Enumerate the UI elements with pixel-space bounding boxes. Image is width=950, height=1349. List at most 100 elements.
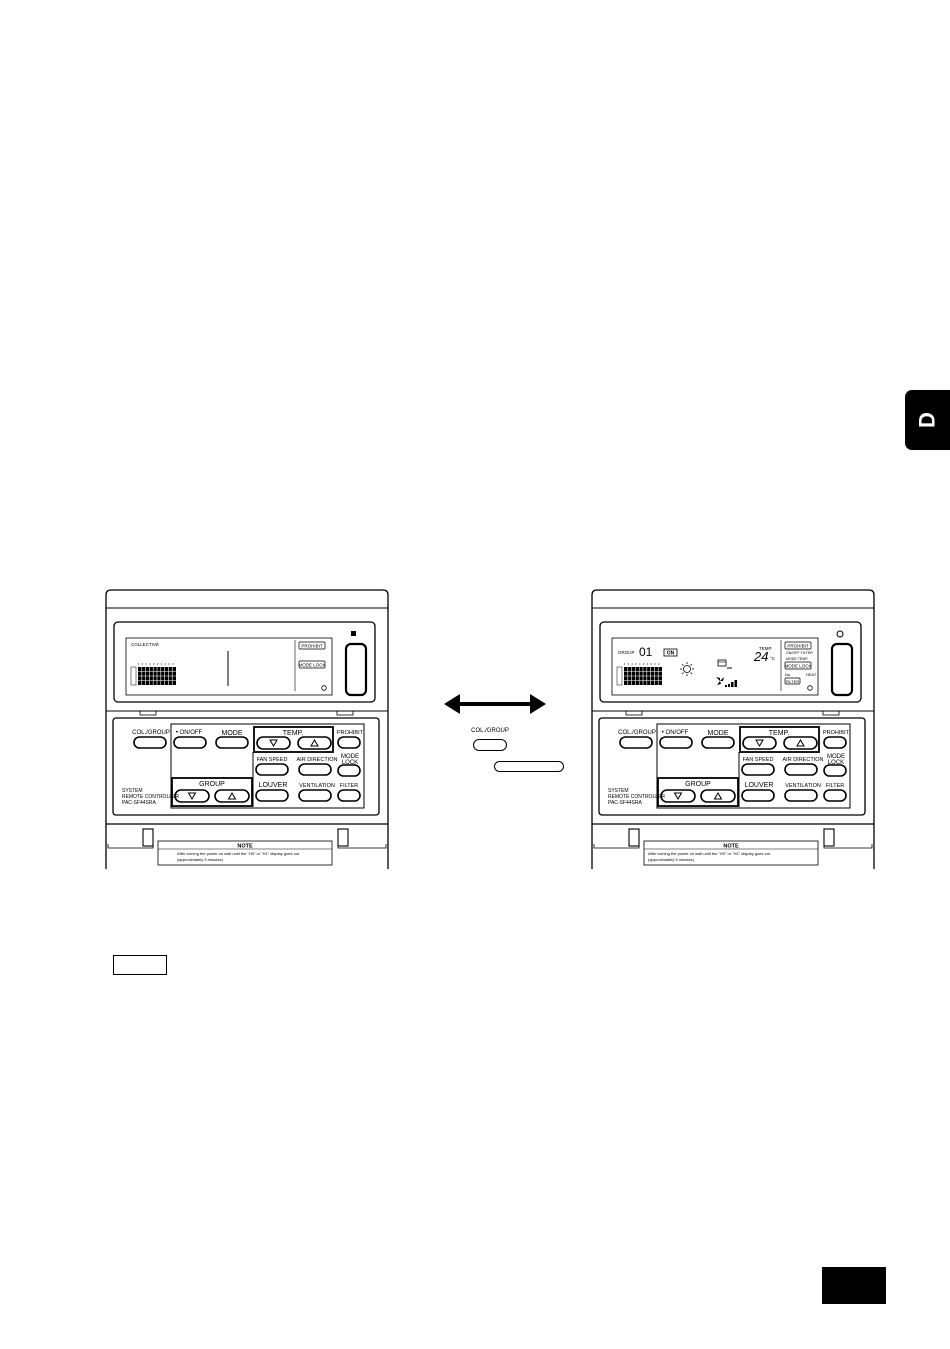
note-line-1: After turning the power on wait until th… (177, 851, 300, 856)
note-title: NOTE (723, 844, 739, 850)
filter-button[interactable] (823, 789, 847, 802)
note-line-2: (approximately 5 minutes) (648, 857, 695, 862)
on-off-label: • ON/OFF (176, 730, 203, 736)
louver-label: LOUVER (259, 782, 288, 789)
fan-speed-bars (725, 680, 737, 687)
mode-button[interactable] (701, 736, 735, 749)
prohibit-label: PROHIBIT (823, 730, 850, 736)
ventilation-label: VENTILATION (785, 783, 821, 789)
double-arrow-icon (444, 693, 546, 715)
prohibit-label: PROHIBIT (337, 730, 364, 736)
heat-mode-icon (680, 662, 694, 676)
indicator-light (836, 630, 844, 638)
filter-label: FILTER (340, 783, 359, 789)
air-direction-button[interactable] (298, 763, 332, 776)
mode-lock-label-1: MODE (827, 754, 845, 760)
lcd-heat: HEAT (806, 672, 817, 677)
group-down-button[interactable] (174, 789, 210, 803)
mode-lock-label-1: MODE (341, 754, 359, 760)
lcd-prohibit: PROHIBIT (301, 644, 323, 649)
temp-label: TEMP. (769, 730, 790, 737)
fan-speed-button[interactable] (255, 763, 289, 776)
group-up-button[interactable] (214, 789, 250, 803)
fan-icon (716, 677, 724, 685)
ventilation-button[interactable] (784, 789, 818, 802)
remote-controller-left: COLLECTIVE PROHIBIT MODE LOCK COL./GROUP… (105, 589, 389, 869)
label-box (113, 955, 167, 975)
lcd-mode-lock: MODE LOCK (298, 663, 325, 668)
lcd-temp-value: 24 (753, 649, 768, 664)
mode-lock-label-2: LOCK (828, 760, 844, 766)
model-line-2: REMOTE CONTROLLER (122, 794, 179, 800)
filter-label: FILTER (826, 783, 845, 789)
blank-oval-button (494, 761, 564, 772)
lcd-on-off-filter: ON/OFF FILTER (786, 651, 813, 655)
filter-button[interactable] (337, 789, 361, 802)
lcd-group-number: 01 (639, 645, 653, 659)
group-label: GROUP (685, 781, 711, 788)
air-direction-label: AIR DIRECTION (783, 757, 824, 763)
model-line-1: SYSTEM (608, 788, 629, 794)
model-line-3: PAC-SF44SRA (608, 800, 642, 806)
col-group-label: COL./GROUP (132, 730, 170, 736)
air-direction-label: AIR DIRECTION (297, 757, 338, 763)
louver-label: LOUVER (745, 782, 774, 789)
on-off-button[interactable] (659, 736, 693, 749)
louver-button[interactable] (741, 789, 775, 802)
section-tab: D (905, 390, 950, 450)
note-title: NOTE (237, 844, 253, 850)
temp-down-button[interactable] (742, 736, 777, 750)
lcd-mode-temp: MODE TEMP. (786, 657, 808, 661)
group-up-button[interactable] (700, 789, 736, 803)
note-line-1: After turning the power on wait until th… (648, 851, 771, 856)
prohibit-button[interactable] (337, 736, 361, 749)
fan-speed-button[interactable] (741, 763, 775, 776)
unit-status-grid (130, 663, 176, 686)
lcd-temp-label: TEMP. (759, 646, 772, 651)
note-line-2: (approximately 5 minutes) (177, 857, 224, 862)
louver-icon (717, 659, 732, 669)
lcd-filter: FILTER (786, 679, 800, 684)
group-label: GROUP (199, 781, 225, 788)
mode-lock-button[interactable] (823, 764, 847, 777)
lcd-temp-unit: °C (770, 656, 776, 661)
operation-switch[interactable] (830, 642, 854, 697)
prohibit-button[interactable] (823, 736, 847, 749)
indicator-light (351, 631, 356, 636)
remote-controller-right: GROUP 01 ON TEMP. 24 °C PROHIBIT (591, 589, 875, 869)
col-group-button[interactable] (133, 736, 167, 749)
section-tab-letter: D (914, 412, 940, 428)
mode-lock-label-2: LOCK (342, 760, 358, 766)
lcd-no: No. (785, 672, 791, 677)
col-group-button[interactable] (619, 736, 653, 749)
temp-up-button[interactable] (783, 736, 818, 750)
fan-speed-label: FAN SPEED (257, 757, 288, 763)
lcd-collective-label: COLLECTIVE (131, 642, 159, 647)
ventilation-label: VENTILATION (299, 783, 335, 789)
temp-label: TEMP. (283, 730, 304, 737)
temp-down-button[interactable] (256, 736, 291, 750)
lcd-group-label: GROUP (618, 650, 635, 655)
ventilation-button[interactable] (298, 789, 332, 802)
mode-button[interactable] (215, 736, 249, 749)
page-number-block (822, 1267, 886, 1304)
col-group-button-label: COL./GROUP (471, 728, 509, 734)
mode-label: MODE (222, 730, 243, 737)
mode-lock-button[interactable] (337, 764, 361, 777)
model-line-1: SYSTEM (122, 788, 143, 794)
col-group-button[interactable] (473, 739, 507, 751)
operation-switch[interactable] (344, 642, 368, 697)
model-line-3: PAC-SF44SRA (122, 800, 156, 806)
lcd-prohibit: PROHIBIT (787, 644, 809, 649)
lcd-mode-lock: MODE LOCK (784, 664, 811, 669)
louver-button[interactable] (255, 789, 289, 802)
on-off-button[interactable] (173, 736, 207, 749)
temp-up-button[interactable] (297, 736, 332, 750)
unit-status-grid (616, 663, 662, 686)
on-off-label: • ON/OFF (662, 730, 689, 736)
air-direction-button[interactable] (784, 763, 818, 776)
group-down-button[interactable] (660, 789, 696, 803)
model-line-2: REMOTE CONTROLLER (608, 794, 665, 800)
lcd-on-indicator: ON (667, 651, 675, 657)
col-group-label: COL./GROUP (618, 730, 656, 736)
